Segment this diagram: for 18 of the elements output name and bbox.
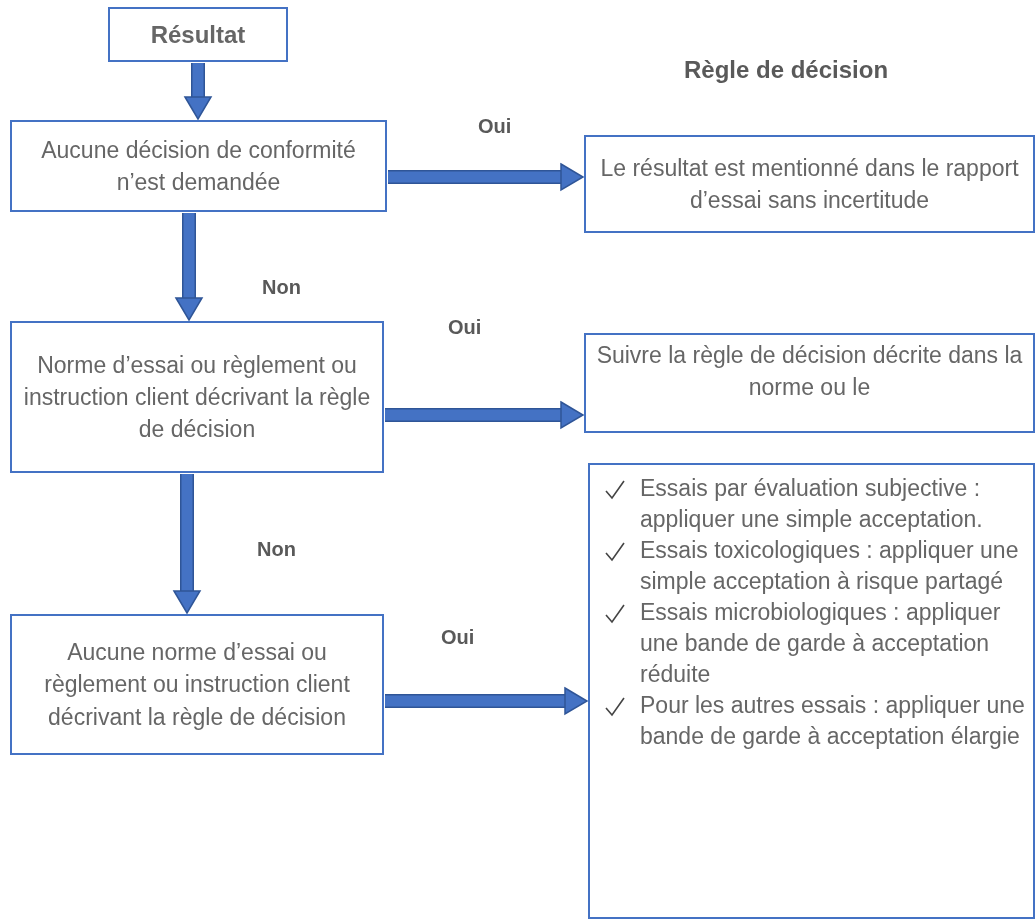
process-box [584, 135, 1035, 233]
process-box [10, 120, 387, 212]
box-text: Norme d’essai ou règlement ou instruction client décrivant la règle de décision [22, 350, 372, 445]
list-item-text: Essais microbiologiques : appliquer une bande de garde à acceptation réduite [640, 598, 1002, 690]
box-text: Aucune décision de conformité n’est demandée [40, 135, 357, 197]
heading: Règle de décision [684, 56, 889, 84]
list-item-text: Essais toxicologiques : appliquer une simple acceptation à risque partagé [640, 536, 1020, 597]
rules-box [588, 463, 1035, 919]
box-text: Suivre la règle de décision décrite dans la norme ou le [596, 341, 1023, 403]
list-item-text: Pour les autres essais : appliquer une bande de garde à acceptation élargie [640, 691, 1026, 752]
box-text: Le résultat est mentionné dans le rapport d’essai sans incertitude [599, 153, 1020, 215]
process-box [584, 333, 1035, 433]
box-text: Aucune norme d’essai ou règlement ou instruction client décrivant la règle de décision [43, 638, 351, 732]
box-text: Résultat [150, 19, 246, 50]
process-box [10, 614, 384, 755]
process-box [108, 7, 288, 62]
list-item-text: Essais par évaluation subjective : appliquer une simple acceptation. [640, 474, 984, 535]
process-box [10, 321, 384, 473]
